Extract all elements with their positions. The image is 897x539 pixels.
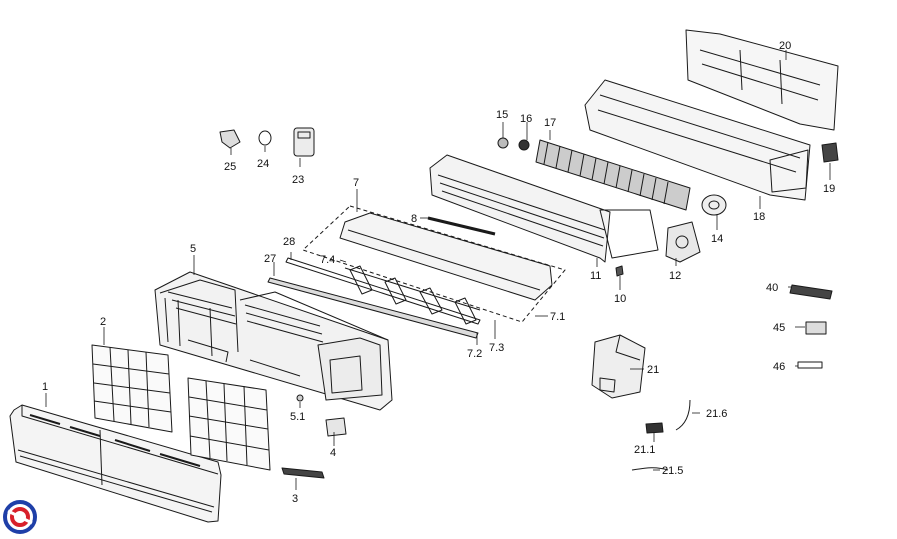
brand-logo [3, 500, 37, 534]
label-15: 15 [496, 109, 508, 121]
screw-5-1 [296, 394, 304, 402]
evaporator-coil [429, 154, 659, 263]
label-7-2: 7.2 [467, 348, 482, 360]
motor-bracket [665, 221, 701, 263]
label-7-4: 7.4 [320, 254, 335, 266]
label-17: 17 [544, 117, 556, 129]
label-8: 8 [411, 213, 417, 225]
label-20: 20 [779, 40, 791, 52]
remote-control [293, 127, 315, 157]
part-labels: 1 2 3 4 5 5.1 7 7.1 7.2 7.3 7.4 8 10 11 … [42, 40, 835, 505]
label-18: 18 [753, 211, 765, 223]
label-7: 7 [353, 177, 359, 189]
label-46: 46 [773, 361, 785, 373]
control-box [591, 334, 646, 399]
leader-lines [45, 50, 831, 490]
label-45: 45 [773, 322, 785, 334]
wire-21-6 [675, 399, 691, 431]
label-28: 28 [283, 236, 295, 248]
label-10: 10 [614, 293, 626, 305]
label-23: 23 [292, 174, 304, 186]
logo-slash [7, 509, 33, 525]
clip-10 [615, 265, 624, 277]
label-21-1: 21.1 [634, 444, 655, 456]
mounting-plate [685, 29, 839, 131]
label-5: 5 [190, 243, 196, 255]
logo-outer-ring [3, 500, 37, 534]
fan-end-cap [497, 137, 509, 149]
cover-plate [325, 417, 347, 437]
electrical-cover [821, 142, 839, 163]
fan-bush [518, 139, 530, 151]
connector-21-1 [645, 422, 664, 434]
bearing [701, 194, 727, 216]
label-21: 21 [647, 364, 659, 376]
insulation-40 [789, 284, 833, 300]
label-12: 12 [669, 270, 681, 282]
label-19: 19 [823, 183, 835, 195]
front-panel [9, 404, 222, 523]
chassis [154, 271, 393, 411]
right-filter [187, 377, 271, 471]
label-40: 40 [766, 282, 778, 294]
label-11: 11 [590, 270, 601, 282]
cross-flow-fan [535, 139, 691, 211]
label-2: 2 [100, 316, 106, 328]
label-25: 25 [224, 161, 236, 173]
label-7-3: 7.3 [489, 342, 504, 354]
drain-pan-frame [302, 205, 566, 323]
label-21-5: 21.5 [662, 465, 683, 477]
fuse-46 [797, 361, 823, 369]
rail-28 [285, 257, 481, 325]
sensor-25 [219, 129, 241, 149]
label-24: 24 [257, 158, 269, 170]
label-21-6: 21.6 [706, 408, 727, 420]
label-4: 4 [330, 447, 336, 459]
left-filter [91, 344, 173, 433]
label-7-1: 7.1 [550, 311, 565, 323]
wire-21-5 [631, 467, 669, 471]
louver-link [281, 467, 325, 479]
label-5-1: 5.1 [290, 411, 305, 423]
connector-45 [805, 321, 827, 335]
label-3: 3 [292, 493, 298, 505]
label-16: 16 [520, 113, 532, 125]
label-1: 1 [42, 381, 48, 393]
drain-pan [339, 212, 553, 325]
remote-holder [258, 130, 272, 146]
logo-inner-ring [10, 507, 30, 527]
label-27: 27 [264, 253, 276, 265]
heater-element [427, 216, 496, 236]
label-14: 14 [711, 233, 723, 245]
rail-27 [267, 277, 479, 339]
rear-housing [584, 79, 811, 201]
